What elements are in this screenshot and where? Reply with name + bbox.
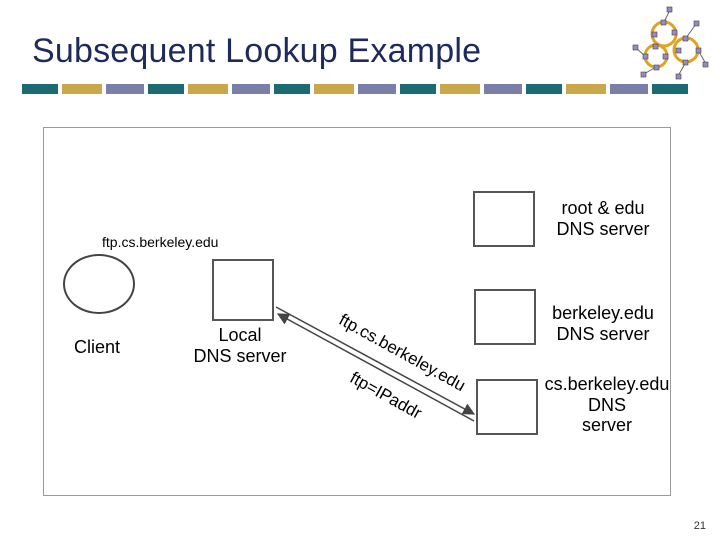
client-label: Client — [74, 337, 121, 357]
slide-title: Subsequent Lookup Example — [32, 32, 482, 70]
cs-berkeley-dns-server-label: cs.berkeley.edu DNS server — [544, 374, 670, 436]
diagram-frame — [43, 127, 671, 496]
query-arrow — [275, 306, 476, 415]
berkeley-dns-server-box — [474, 289, 536, 345]
network-logo-icon — [632, 6, 709, 80]
page-number: 21 — [693, 520, 706, 532]
local-dns-server-label: Local DNS server — [193, 325, 287, 366]
client-node — [63, 254, 135, 314]
berkeley-dns-server-label: berkeley.edu DNS server — [552, 303, 654, 344]
reply-arrow — [276, 313, 475, 422]
local-dns-server-box — [212, 259, 274, 321]
cs-berkeley-dns-server-box — [476, 379, 538, 435]
query-label: ftp.cs.berkeley.edu — [102, 234, 219, 250]
root-edu-dns-server-box — [473, 191, 535, 247]
root-edu-dns-server-label: root & edu DNS server — [556, 198, 650, 239]
